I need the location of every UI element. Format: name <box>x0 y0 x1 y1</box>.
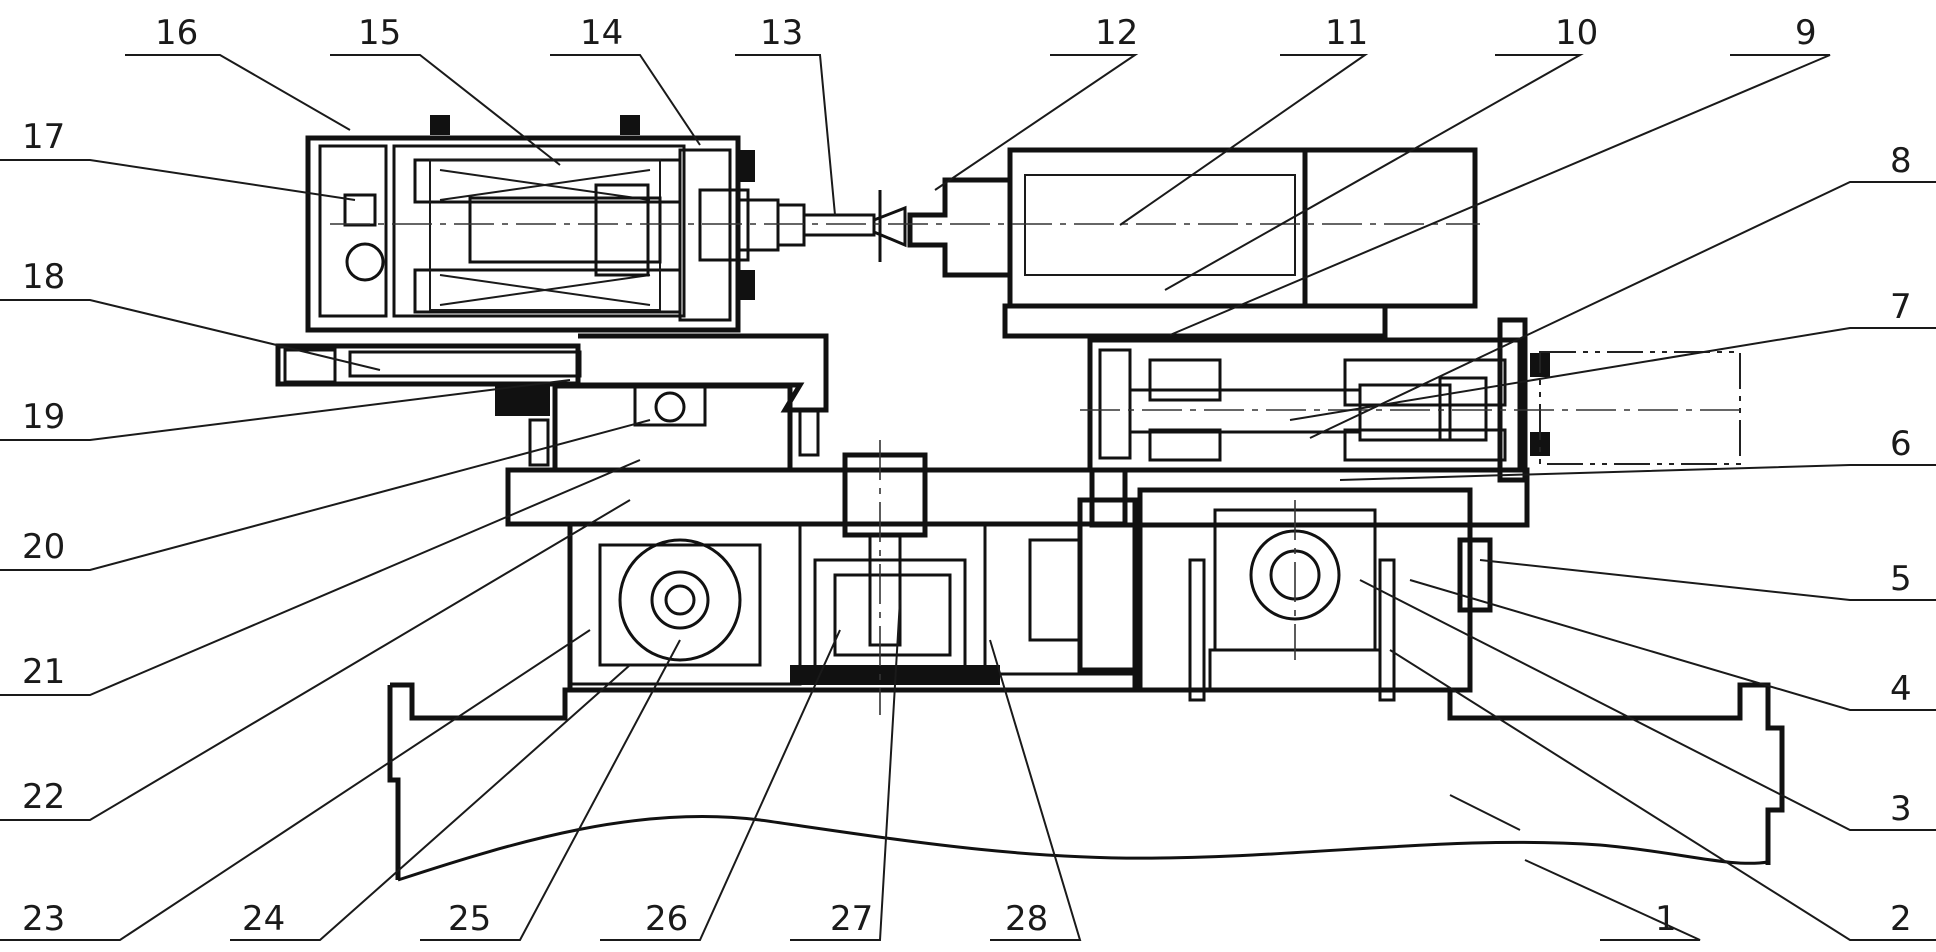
part-label-3: 3 <box>1890 789 1912 829</box>
main-body <box>505 452 1138 693</box>
part-label-17: 17 <box>22 117 65 157</box>
centerlines <box>330 223 1740 715</box>
leader-lines <box>0 54 1936 941</box>
part-label-10: 10 <box>1555 13 1598 53</box>
phantom-outline <box>1539 351 1741 465</box>
part-label-13: 13 <box>760 13 803 53</box>
part-label-16: 16 <box>155 13 198 53</box>
part-label-11: 11 <box>1325 13 1368 53</box>
part-label-8: 8 <box>1890 141 1912 181</box>
left-slide-assembly <box>275 333 829 473</box>
part-label-2: 2 <box>1890 899 1912 939</box>
part-label-24: 24 <box>242 899 285 939</box>
part-label-12: 12 <box>1095 13 1138 53</box>
part-label-21: 21 <box>22 652 65 692</box>
part-number-labels: 16 15 14 13 12 11 10 9 17 18 19 20 21 22… <box>22 13 1912 939</box>
part-label-23: 23 <box>22 899 65 939</box>
part-label-14: 14 <box>580 13 623 53</box>
part-label-1: 1 <box>1655 899 1677 939</box>
push-rod <box>802 190 907 262</box>
right-lower-block <box>1137 487 1493 702</box>
part-label-6: 6 <box>1890 424 1912 464</box>
part-label-5: 5 <box>1890 559 1912 599</box>
part-label-15: 15 <box>358 13 401 53</box>
part-label-26: 26 <box>645 899 688 939</box>
part-label-18: 18 <box>22 257 65 297</box>
part-label-25: 25 <box>448 899 491 939</box>
right-drive-unit <box>907 147 1478 339</box>
base-frame <box>387 682 1785 882</box>
part-label-28: 28 <box>1005 899 1048 939</box>
part-label-22: 22 <box>22 777 65 817</box>
left-actuator-housing <box>305 115 806 333</box>
part-label-27: 27 <box>830 899 873 939</box>
part-label-4: 4 <box>1890 669 1912 709</box>
part-label-19: 19 <box>22 397 65 437</box>
part-label-7: 7 <box>1890 287 1912 327</box>
right-cylinder <box>1087 317 1550 528</box>
part-label-9: 9 <box>1795 13 1817 53</box>
part-label-20: 20 <box>22 527 65 567</box>
